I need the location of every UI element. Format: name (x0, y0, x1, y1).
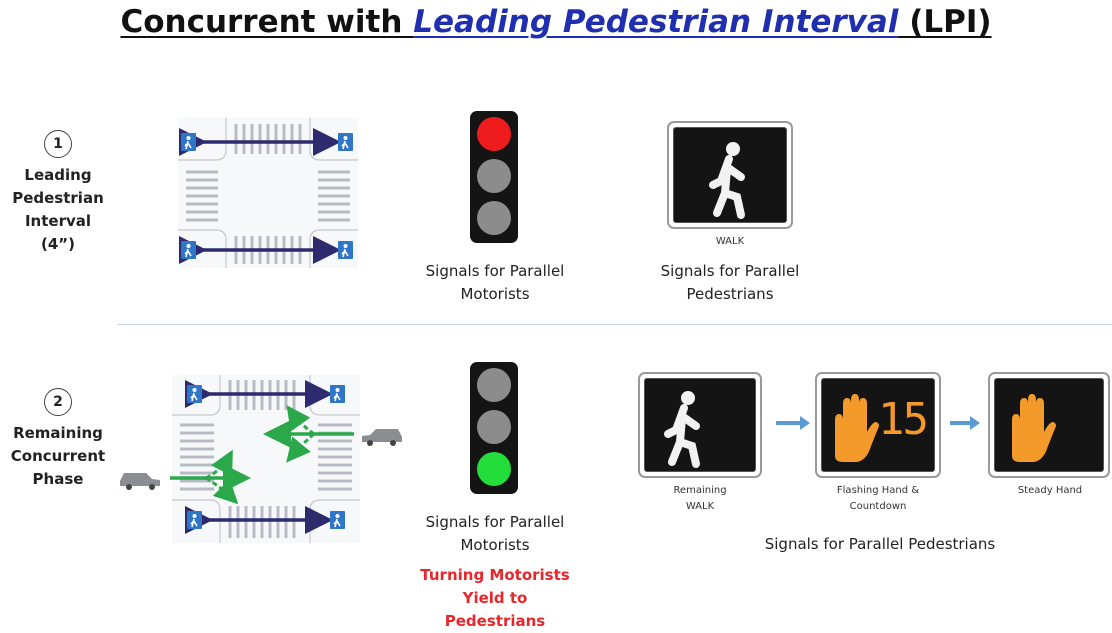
traffic-signal-phase-1 (470, 111, 518, 243)
title-suffix: (LPI) (898, 4, 992, 40)
phase-2-line-3: Phase (32, 470, 84, 488)
title-prefix: Concurrent with (120, 4, 414, 40)
section-divider (118, 324, 1112, 325)
phase-2-line-2: Concurrent (10, 447, 106, 465)
vehicle-signal-caption-2: Signals for Parallel Motorists (410, 511, 580, 557)
warning-line: Turning Motorists (420, 566, 570, 584)
title-emphasis: Leading Pedestrian Interval (413, 4, 899, 40)
steady-hand-label: Steady Hand (1017, 485, 1083, 496)
walking-person-icon (664, 391, 700, 468)
flashing-hand-countdown-signal: 15 (815, 372, 941, 478)
phase-1-line-4: (4”) (40, 235, 75, 253)
label-line: Countdown (849, 501, 907, 512)
green-lamp (477, 452, 511, 486)
walk-signal (667, 121, 793, 229)
caption-line: Signals for Parallel (660, 262, 800, 280)
car-icon (120, 473, 160, 490)
intersection-diagram-2 (120, 375, 402, 543)
ped-sign-icon (181, 133, 353, 259)
label-line: WALK (685, 501, 715, 512)
flashing-hand-label: Flashing Hand & Countdown (818, 483, 938, 515)
hand-icon (1012, 394, 1056, 462)
intersection-diagram-1 (178, 118, 358, 268)
label-line: Flashing Hand & (836, 485, 920, 496)
phase-1-number: 1 (44, 130, 72, 158)
red-lamp (477, 117, 511, 151)
warning-line: Yield to (462, 589, 528, 607)
remaining-walk-label: Remaining WALK (650, 483, 750, 515)
steady-hand-signal (988, 372, 1110, 478)
phase-1-line-1: Leading (24, 166, 92, 184)
phase-2-label: 2 Remaining Concurrent Phase (4, 388, 112, 491)
walking-person-icon (709, 142, 745, 219)
walk-label: WALK (715, 236, 745, 247)
phase-2-line-1: Remaining (13, 424, 103, 442)
label-line: Remaining (673, 485, 727, 496)
phase-2-number: 2 (44, 388, 72, 416)
traffic-signal-phase-2 (470, 362, 518, 494)
green-lamp (477, 201, 511, 235)
phase-1-line-2: Pedestrian (12, 189, 104, 207)
yellow-lamp (477, 159, 511, 193)
sequence-arrow-icon (776, 416, 980, 430)
ped-signal-caption-2: Signals for Parallel Pedestrians (764, 535, 996, 553)
ped-sign-icon (187, 385, 345, 529)
remaining-walk-signal (638, 372, 762, 478)
caption-line: Pedestrians (686, 285, 774, 303)
caption-line: Signals for Parallel (425, 513, 565, 531)
ped-signal-caption-1: Signals for Parallel Pedestrians (640, 260, 820, 306)
hand-icon (835, 394, 879, 462)
phase-1-line-3: Interval (24, 212, 92, 230)
yellow-lamp (477, 410, 511, 444)
phase-1-label: 1 Leading Pedestrian Interval (4”) (4, 130, 112, 256)
vehicle-signal-caption-1: Signals for Parallel Motorists (410, 260, 580, 306)
warning-line: Pedestrians (444, 612, 546, 630)
countdown-digits: 15 (878, 394, 929, 445)
caption-line: Motorists (460, 285, 530, 303)
caption-line: Motorists (460, 536, 530, 554)
car-icon (362, 429, 402, 446)
red-lamp (477, 368, 511, 402)
caption-line: Signals for Parallel (425, 262, 565, 280)
page-title: Concurrent with Leading Pedestrian Inter… (0, 4, 1112, 40)
yield-warning: Turning Motorists Yield to Pedestrians (400, 564, 590, 633)
